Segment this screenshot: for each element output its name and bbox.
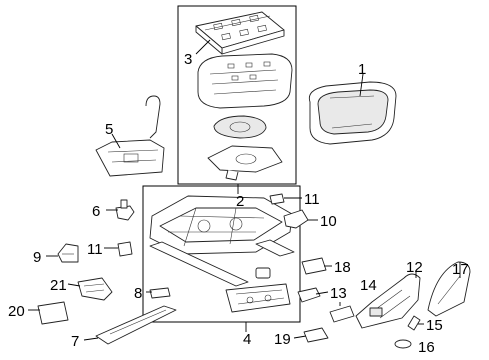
sensor-mat (207, 145, 283, 181)
leader-1 (359, 73, 364, 97)
seat-pan-spring (195, 11, 285, 55)
callout-21: 21 (50, 277, 67, 294)
part-15 (407, 315, 421, 331)
callout-4: 4 (243, 331, 251, 348)
seat-side-shield (355, 273, 421, 329)
part-20 (37, 301, 69, 325)
part-18 (301, 257, 327, 275)
callout-12: 12 (406, 259, 423, 276)
callout-6: 6 (92, 203, 100, 220)
cushion-foam (197, 53, 293, 109)
part-19 (303, 327, 329, 343)
leader-13 (315, 291, 329, 295)
part-11-left (117, 241, 133, 257)
callout-15: 15 (426, 317, 443, 334)
side-shield (95, 95, 165, 177)
leader-21 (67, 283, 81, 287)
leader-3 (195, 39, 211, 55)
seat-trim-panel (427, 261, 471, 317)
cushion-group-frame (177, 5, 297, 185)
callout-14: 14 (360, 277, 377, 294)
callout-16: 16 (418, 339, 435, 356)
leader-7 (83, 337, 99, 341)
seat-track-rail (225, 283, 291, 313)
callout-11-right: 11 (304, 191, 320, 208)
callout-9: 9 (33, 249, 41, 266)
callout-11-left: 11 (87, 241, 103, 258)
cushion-cover (308, 81, 397, 145)
callout-7: 7 (71, 333, 79, 350)
callout-18: 18 (334, 259, 351, 276)
part-21 (77, 277, 113, 301)
callout-1: 1 (358, 61, 366, 78)
leader-5 (111, 133, 121, 149)
occupant-sensor (213, 115, 267, 139)
part-9 (57, 243, 79, 263)
part-10 (283, 209, 309, 229)
callout-8: 8 (134, 285, 142, 302)
callout-5: 5 (105, 121, 113, 138)
callout-17: 17 (452, 261, 469, 278)
part-14 (329, 305, 355, 323)
callout-20: 20 (8, 303, 25, 320)
callout-13: 13 (330, 285, 347, 302)
callout-10: 10 (320, 213, 337, 230)
part-8 (149, 287, 171, 299)
callout-19: 19 (274, 331, 291, 348)
part-16 (394, 339, 412, 349)
callout-3: 3 (184, 51, 192, 68)
part-6 (115, 199, 135, 221)
part-11-right (269, 193, 285, 205)
part-7 (95, 305, 177, 345)
seat-track-assembly (149, 195, 295, 287)
part-13 (297, 287, 321, 303)
leader-19 (293, 335, 307, 339)
callout-2: 2 (236, 193, 244, 210)
track-group-frame (142, 185, 301, 323)
